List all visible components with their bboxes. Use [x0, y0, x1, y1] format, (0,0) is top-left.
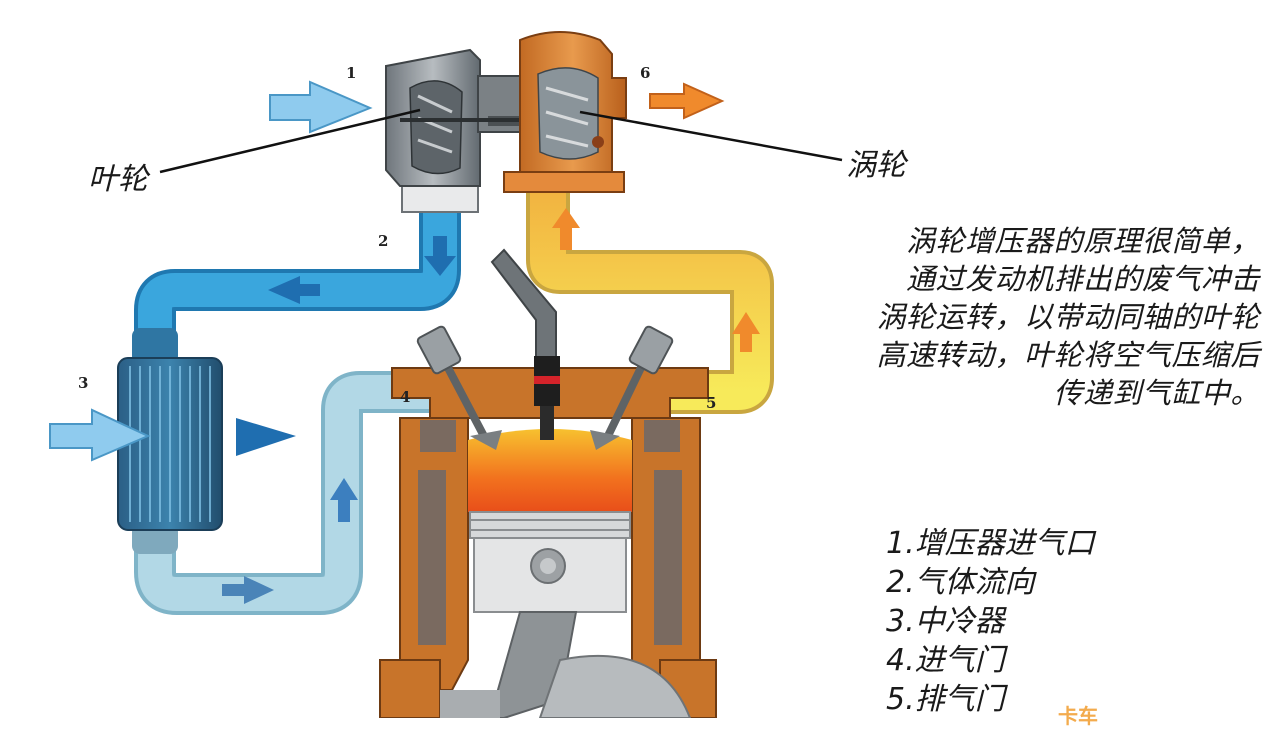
flow-left-arrow: [268, 276, 320, 304]
description-line: 高速转动，叶轮将空气压缩后: [876, 338, 1260, 372]
intake-arrow: [269, 80, 373, 134]
legend-item: 4.进气门: [886, 643, 1005, 678]
impeller-label: 叶轮: [88, 162, 148, 197]
flow-right-arrow: [222, 576, 274, 604]
legend-item: 2.气体流向: [886, 565, 1035, 600]
exhaust-valve: [590, 325, 674, 450]
principle-description: 涡轮增压器的原理很简单， 通过发动机排出的废气冲击 涡轮运转，以带动同轴的叶轮 …: [780, 222, 1260, 412]
flow-down-arrow: [424, 236, 456, 276]
description-line: 通过发动机排出的废气冲击: [905, 262, 1260, 296]
intake-valve: [416, 325, 502, 450]
cooling-air-out-arrow: [236, 418, 296, 456]
label-number-6: 6: [640, 64, 651, 82]
impeller-leader-line: [159, 108, 421, 174]
spark-plug: [490, 248, 560, 440]
description-line: 涡轮运转，以带动同轴的叶轮: [876, 300, 1260, 334]
label-number-4: 4: [400, 388, 411, 406]
exhaust-up-arrow-2: [732, 312, 760, 352]
flow-up-arrow: [330, 478, 358, 522]
label-number-5: 5: [706, 394, 717, 412]
cooling-air-in-arrow: [49, 408, 151, 462]
watermark: 卡车: [1058, 704, 1098, 728]
legend-item: 5.排气门: [886, 682, 1005, 717]
label-number-2: 2: [378, 232, 389, 250]
description-line: 传递到气缸中。: [1053, 376, 1260, 410]
label-number-1: 1: [346, 64, 357, 82]
turbine-leader-line: [579, 110, 843, 162]
label-number-3: 3: [78, 374, 89, 392]
turbocharger: [385, 31, 627, 213]
legend-item: 1.增压器进气口: [886, 526, 1095, 561]
legend-item: 3.中冷器: [886, 604, 1005, 639]
exhaust-out-arrow: [649, 82, 725, 120]
turbine-label: 涡轮: [846, 148, 906, 183]
description-line: 涡轮增压器的原理很简单，: [905, 224, 1260, 258]
legend: 1.增压器进气口 2.气体流向 3.中冷器 4.进气门 5.排气门: [886, 524, 1095, 719]
exhaust-up-arrow-1: [552, 208, 580, 250]
